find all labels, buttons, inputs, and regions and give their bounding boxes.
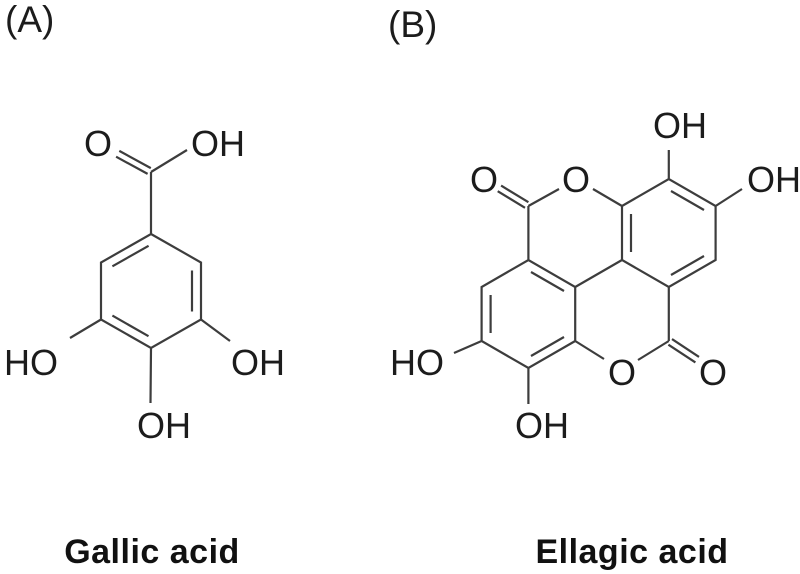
gallic-hydroxyl-left-label: HO — [4, 342, 58, 383]
ellagic-hydroxyl-left-label: HO — [390, 342, 444, 383]
gallic-carboxyl-oh-label: OH — [191, 123, 245, 164]
panel-a-tag: (A) — [5, 0, 54, 40]
ellagic-lactone-oxygen-bottom-label: O — [608, 352, 636, 393]
gallic-acid-structure: O OH OH OH HO — [4, 123, 285, 446]
ellagic-acid-double-bond-lines — [489, 184, 705, 364]
gallic-carbonyl-oxygen-label: O — [84, 123, 112, 164]
ellagic-hydroxyl-right-label: OH — [747, 159, 800, 200]
gallic-hydroxyl-right-label: OH — [231, 342, 285, 383]
gallic-hydroxyl-bottom-label: OH — [137, 405, 191, 446]
ellagic-acid-single-bonds — [453, 150, 743, 404]
gallic-acid-caption: Gallic acid — [64, 533, 240, 571]
ellagic-carbonyl-oxygen-top-left-label: O — [470, 159, 498, 200]
ellagic-carbonyl-oxygen-bottom-right-label: O — [699, 352, 727, 393]
ellagic-lactone-oxygen-top-label: O — [562, 159, 590, 200]
ellagic-hydroxyl-top-label: OH — [653, 105, 707, 146]
ellagic-acid-structure: O O OH OH HO OH O O — [390, 105, 800, 446]
panel-b-tag: (B) — [388, 4, 437, 45]
ellagic-acid-caption: Ellagic acid — [535, 533, 728, 571]
gallic-acid-double-bond-lines — [111, 149, 194, 338]
panel-a: (A) O OH OH OH HO Gallic acid — [4, 0, 285, 571]
panel-b: (B) O O OH OH HO OH O O Ellagic acid — [388, 4, 800, 571]
gallic-acid-single-bonds — [69, 149, 231, 404]
ellagic-hydroxyl-bottom-label: OH — [515, 405, 569, 446]
